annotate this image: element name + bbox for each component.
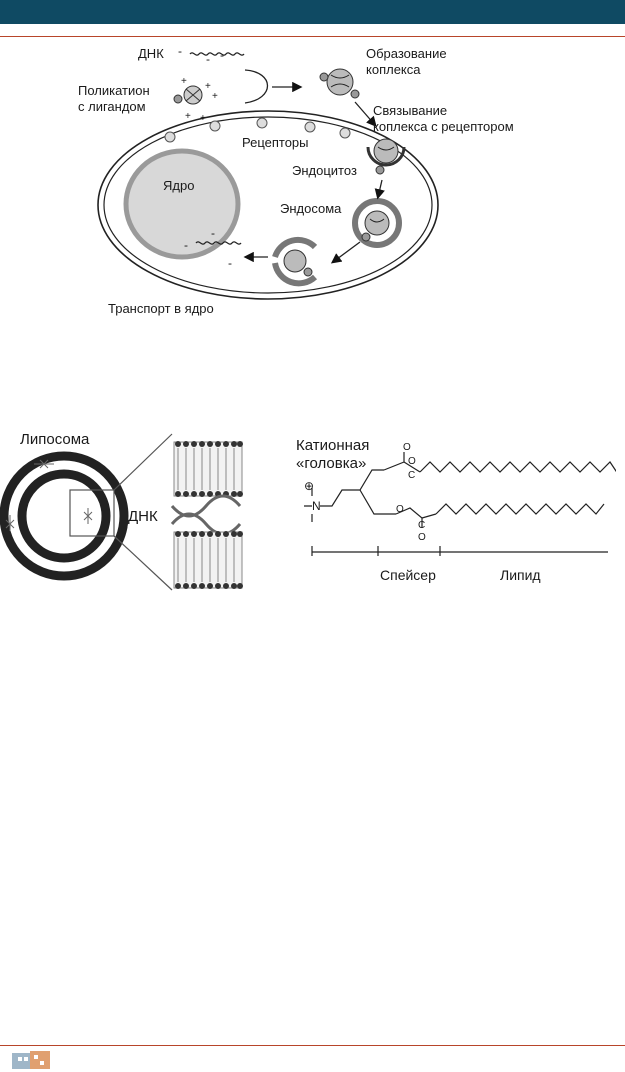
footer-rule [0, 1045, 625, 1046]
label-dna: ДНК [138, 46, 164, 61]
svg-text:O: O [403, 442, 411, 453]
label-endosome: Эндосома [280, 201, 342, 216]
dna-strand-icon [189, 52, 245, 56]
receptors-group [164, 117, 351, 143]
label-lipid: Липид [500, 567, 541, 583]
label-endocytosis: Эндоцитоз [292, 163, 357, 178]
svg-text:+: + [205, 81, 211, 92]
nucleus [123, 148, 241, 260]
svg-text:-: - [206, 52, 210, 66]
svg-text:+: + [212, 91, 218, 102]
liposome-inner-ring [17, 469, 111, 563]
cationic-lipid-structure: O O O C O C ⊕ N Катионная «головка» Спей… [296, 437, 616, 583]
header-band [0, 0, 625, 24]
svg-text:N: N [312, 499, 321, 513]
zoom-box [69, 489, 115, 537]
liposome-outer-ring [0, 451, 129, 581]
label-spacer: Спейсер [380, 567, 436, 583]
label-receptors: Рецепторы [242, 135, 309, 150]
liposome-diagram: Липосома ДНК [0, 431, 243, 591]
released-dna-icon [195, 241, 242, 245]
label-cationic-1: Катионная [296, 437, 369, 454]
label-polycation-2: с лигандом [78, 99, 146, 114]
label-transport: Транспорт в ядро [108, 301, 214, 316]
cell-membrane [97, 110, 439, 300]
svg-text:-: - [178, 44, 182, 58]
endosome-icon [352, 198, 402, 248]
gene-delivery-diagram: - - - + + + + + [78, 44, 514, 316]
header-rule [0, 36, 625, 37]
publisher-logo-icon [12, 1051, 50, 1069]
svg-text:-: - [220, 48, 224, 62]
chemical-skeleton [304, 452, 616, 556]
polycation-icon: + + + + + [173, 76, 218, 124]
svg-text:-: - [228, 256, 232, 270]
svg-text:O: O [396, 504, 404, 515]
label-cationic-2: «головка» [296, 455, 366, 472]
svg-text:C: C [408, 470, 415, 481]
svg-text:+: + [181, 76, 187, 87]
complex-icon [319, 68, 360, 99]
label-nucleus: Ядро [163, 178, 194, 193]
bound-complex-icon [366, 138, 406, 175]
label-complex-1: Образование [366, 46, 447, 61]
svg-text:-: - [211, 226, 215, 240]
label-dna-liposome: ДНК [128, 508, 158, 525]
label-polycation-1: Поликатион [78, 83, 150, 98]
svg-text:O: O [418, 532, 426, 543]
opened-endosome-icon [272, 236, 318, 287]
dna-helix-icon [170, 494, 242, 536]
svg-text:C: C [418, 520, 425, 531]
lipid-bilayer-top [173, 441, 243, 497]
svg-text:⊕: ⊕ [304, 479, 314, 493]
svg-text:-: - [184, 238, 188, 252]
label-complex-2: коплекса [366, 62, 421, 77]
label-binding-2: коплекса с рецептором [373, 119, 514, 134]
lipid-bilayer-bottom [173, 531, 243, 589]
label-binding-1: Связывание [373, 103, 447, 118]
label-liposome: Липосома [20, 431, 90, 448]
svg-text:+: + [185, 111, 191, 122]
svg-text:+: + [200, 113, 206, 124]
svg-text:O: O [408, 456, 416, 467]
